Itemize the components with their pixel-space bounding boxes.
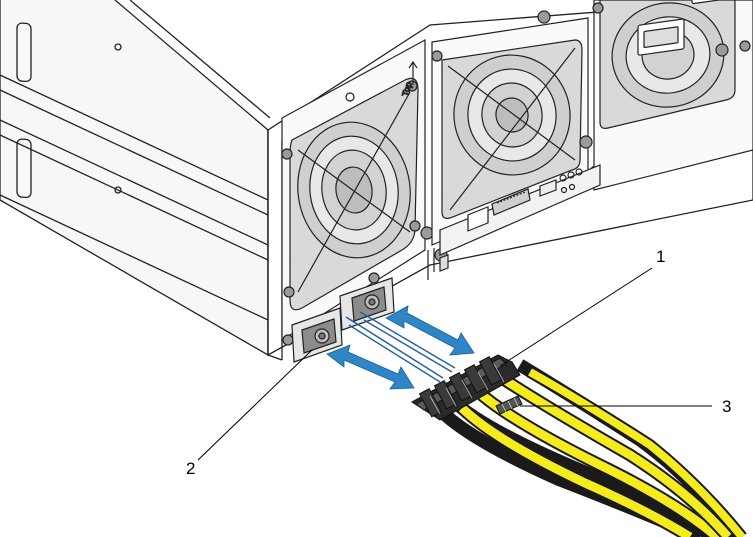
fan-module-left: Top [281,38,434,346]
callout-label-3: 3 [722,397,731,416]
callout-leaders [197,267,712,461]
thumbscrews-left [281,80,434,346]
arrow-upper [385,305,475,356]
power-cable-bundle [435,359,747,537]
arrow-lower [326,344,415,390]
insertion-guide-lines [345,311,456,383]
cable-connector-heads [411,354,523,421]
chassis-side-panel [0,0,271,357]
thumbscrews-right [592,2,751,57]
power-inlet-lower [291,307,343,363]
callout-label-2: 2 [186,459,195,478]
leader-line-1 [499,267,653,367]
top-marking: Top [400,60,418,98]
io-panel [427,164,601,280]
fan-grill-center [441,39,583,219]
top-label: Top [400,81,413,98]
fan-module-right [592,0,753,191]
callout-label-1: 1 [656,247,665,266]
leader-line-2 [197,349,313,461]
double-arrow-upper [385,305,475,356]
fan-grill-left [289,77,419,311]
double-arrow-lower [326,344,415,390]
